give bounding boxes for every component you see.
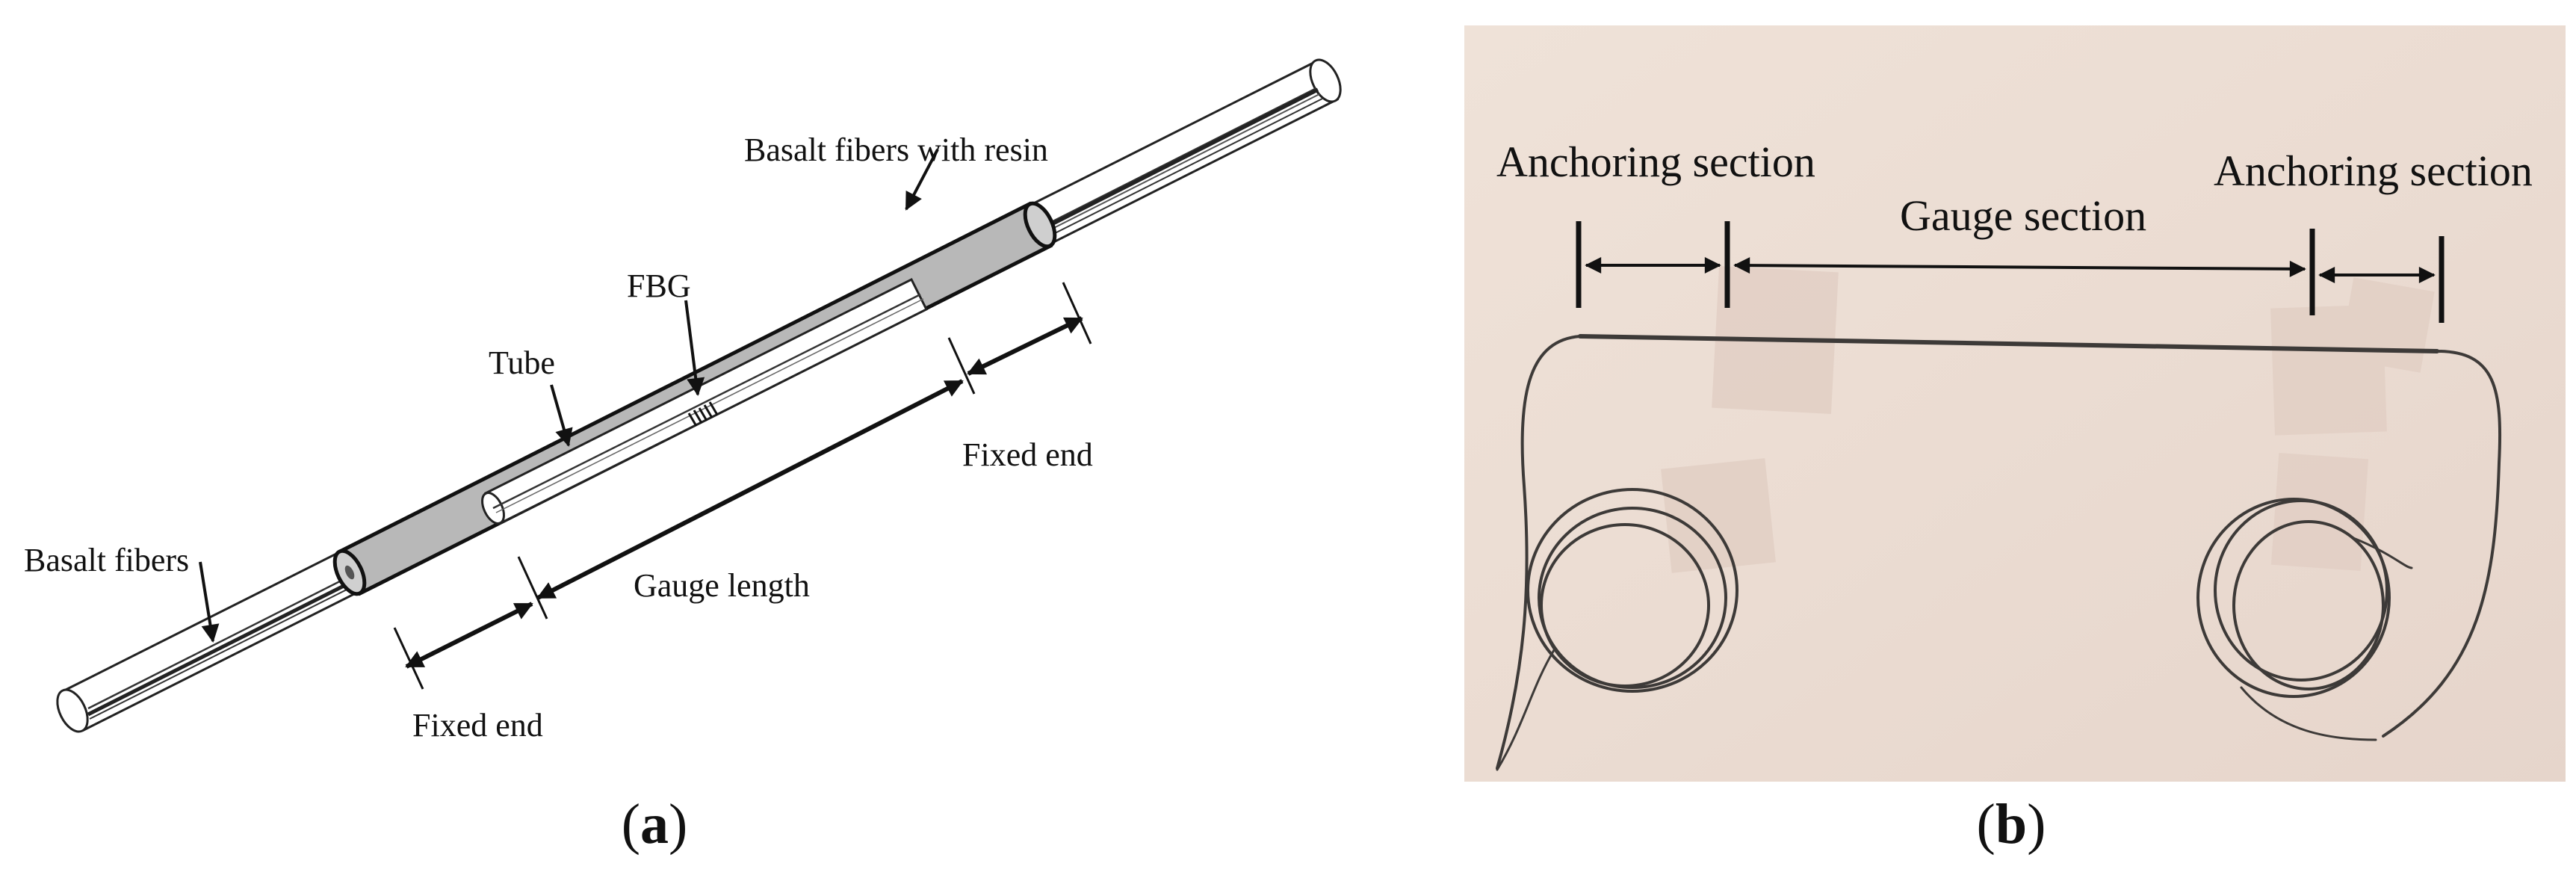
caption-a-close: ) <box>669 793 687 856</box>
dimension-fixed-end-right <box>947 282 1092 395</box>
label-tube: Tube <box>489 344 555 381</box>
caption-b: (b) <box>1977 793 2046 856</box>
tape-pieces <box>1661 265 2435 573</box>
label-fixed-end-right: Fixed end <box>962 436 1093 473</box>
label-fixed-end-left: Fixed end <box>412 707 543 744</box>
photo-dimensions <box>1576 221 2445 323</box>
label-gauge-length: Gauge length <box>634 567 810 604</box>
arrow-tube <box>550 384 573 447</box>
caption-a-open: ( <box>622 793 640 856</box>
caption-b-letter: b <box>1996 793 2027 856</box>
label-anchoring-section-left: Anchoring section <box>1496 137 1815 186</box>
arrow-resin <box>905 149 939 211</box>
panel-b-photo: Anchoring section Gauge section Anchorin… <box>1464 25 2566 856</box>
caption-b-close: ) <box>2027 793 2046 856</box>
caption-b-open: ( <box>1977 793 1996 856</box>
panel-a-schematic: Basalt fibers with resin FBG Tube Fixed … <box>24 58 1342 856</box>
label-basalt-fibers: Basalt fibers <box>24 542 189 578</box>
caption-a-letter: a <box>640 793 669 856</box>
dimension-fixed-end-left <box>393 602 533 690</box>
caption-a: (a) <box>622 793 688 856</box>
dimension-gauge-length <box>517 379 964 619</box>
label-fbg: FBG <box>627 268 691 304</box>
tube <box>481 277 929 525</box>
arrow-fbg <box>684 300 705 396</box>
arrow-basalt-fibers <box>199 561 220 643</box>
arrow-gauge-section <box>1733 257 2306 277</box>
sensor-wire <box>1496 334 2502 771</box>
label-anchoring-section-right: Anchoring section <box>2214 146 2533 195</box>
label-basalt-fibers-with-resin: Basalt fibers with resin <box>744 132 1048 168</box>
label-gauge-section: Gauge section <box>1900 191 2146 240</box>
